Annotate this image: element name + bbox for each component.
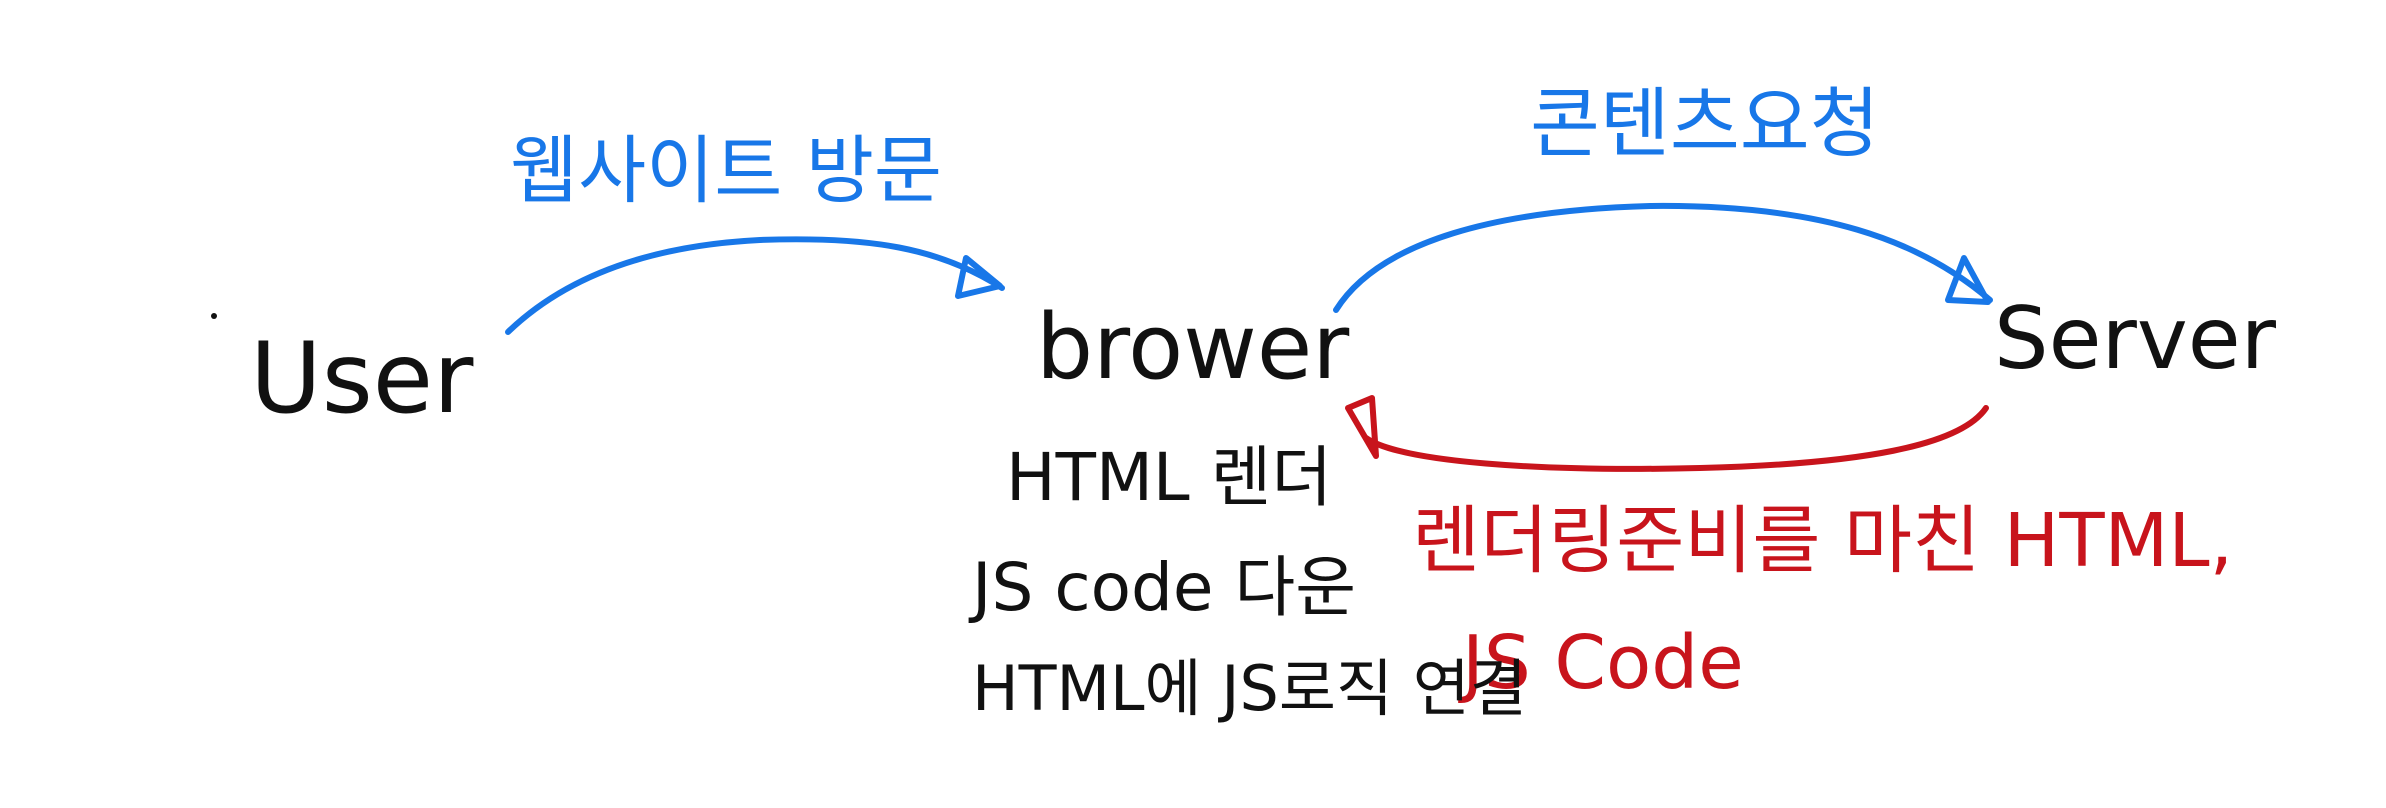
browser-node: brower xyxy=(1036,295,1349,400)
response-arrowhead xyxy=(1345,395,1379,459)
content-request-arrow xyxy=(1333,202,1993,313)
response-label-line2: JS Code xyxy=(1458,620,1744,706)
visit-arrow xyxy=(505,236,1005,335)
content-request-label: 콘텐츠요청 xyxy=(1530,79,1880,168)
stray-dot xyxy=(211,313,217,319)
server-node: Server xyxy=(1994,289,2277,389)
response-arrow xyxy=(1345,395,1989,472)
visit-arrowhead xyxy=(955,255,1003,299)
user-node: User xyxy=(250,322,474,436)
content-request-arrowhead xyxy=(1945,255,1991,305)
visit-label: 웹사이트 방문 xyxy=(510,128,942,214)
browser-task-3: HTML에 JS로직 연결 xyxy=(972,652,1527,725)
browser-task-1: HTML 렌더 xyxy=(1006,439,1332,516)
browser-task-2: JS code 다운 xyxy=(968,549,1356,626)
response-label-line1: 렌더링준비를 마친 HTML, xyxy=(1412,498,2233,584)
